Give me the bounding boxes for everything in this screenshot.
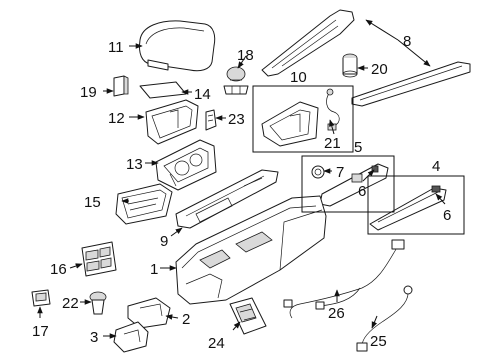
cable-part (356, 285, 413, 352)
wiring-part-22 (326, 88, 340, 131)
bracket-part-3 (113, 321, 149, 353)
group-box-4 (367, 175, 465, 235)
console-trim-part (175, 169, 279, 229)
callout-labels: 11 18 19 14 12 23 8 20 10 21 13 5 7 6 4 … (32, 33, 451, 352)
harness-part (283, 239, 405, 319)
callout-25: 25 (370, 333, 387, 350)
callout-12: 15 (84, 194, 101, 211)
callout-9: 9 (160, 233, 168, 250)
callout-3: 3 (90, 329, 98, 346)
callout-14: 12 (108, 110, 125, 127)
bracket-part-2 (127, 297, 171, 329)
side-trim-part (261, 9, 471, 107)
callout-6a: 6 (358, 183, 366, 200)
callout-10: 10 (290, 69, 307, 86)
plug-part (89, 291, 107, 315)
console-upper-part (155, 139, 217, 191)
callout-26: 26 (328, 305, 345, 322)
callout-1: 1 (150, 261, 158, 278)
callout-15: 14 (194, 86, 211, 103)
callout-13: 11 (108, 39, 124, 56)
callout-11: 13 (126, 156, 143, 173)
clip-part-20 (113, 75, 129, 97)
armrest-lid-part (139, 20, 216, 72)
callout-24: 23 (228, 111, 245, 128)
callout-6b: 6 (443, 207, 451, 224)
callout-8: 8 (403, 33, 411, 50)
mat-part (139, 81, 187, 99)
callout-18: 17 (32, 323, 49, 340)
clip-part-18 (31, 289, 51, 307)
callout-2: 2 (182, 311, 190, 328)
storage-tray-part (145, 99, 199, 145)
callout-19: 18 (237, 47, 254, 64)
callout-21: 20 (371, 61, 388, 78)
group-box-5 (301, 155, 395, 213)
console-body-part (175, 195, 327, 305)
callout-7: 7 (336, 164, 344, 181)
callout-20: 19 (80, 84, 97, 101)
shift-knob-part (223, 66, 249, 95)
tray-box-part (115, 183, 173, 225)
switch-block-part (81, 241, 117, 277)
vent-part (229, 297, 267, 335)
callout-16: 24 (208, 335, 225, 352)
leader-lines (37, 19, 446, 339)
shifter-bezel-part (261, 101, 319, 147)
callout-17: 16 (50, 261, 67, 278)
callout-23: 22 (62, 295, 79, 312)
group-box-10 (252, 85, 354, 153)
callout-5: 5 (354, 139, 362, 156)
switch-panel-part (311, 163, 389, 207)
cup-holder-part (342, 53, 358, 78)
callout-22: 21 (324, 135, 341, 152)
callout-4: 4 (432, 158, 440, 175)
side-panel-part (369, 185, 447, 231)
bracket-part-24 (205, 109, 217, 131)
